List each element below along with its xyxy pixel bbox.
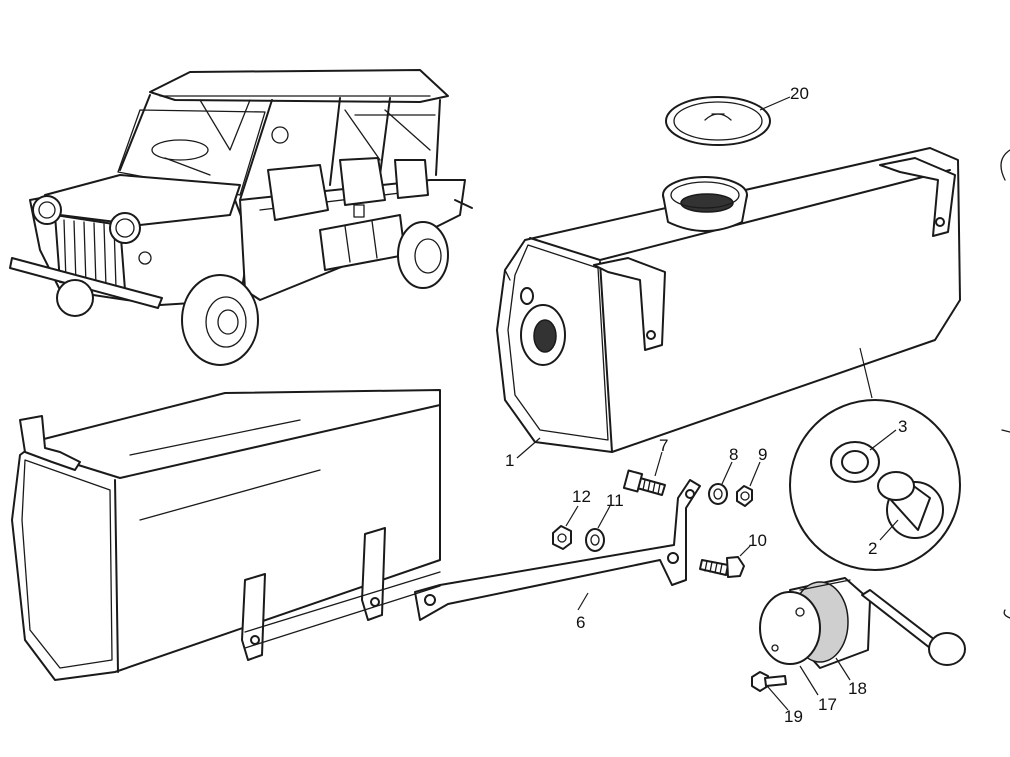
callout-17: 17 — [818, 695, 837, 714]
fasteners — [552, 451, 761, 578]
vehicle-illustration — [9, 69, 473, 366]
callout-2: 2 — [868, 539, 877, 558]
callout-8: 8 — [729, 445, 738, 464]
callout-6: 6 — [576, 613, 585, 632]
callout-9: 9 — [758, 445, 767, 464]
secondary-tank-left — [11, 389, 441, 681]
edge-fragment — [1000, 149, 1010, 619]
callout-1: 1 — [505, 451, 514, 470]
callout-11: 11 — [606, 491, 624, 510]
part-6-support-bracket — [414, 479, 701, 621]
callout-7: 7 — [659, 436, 668, 455]
pump-assembly — [751, 577, 966, 711]
callout-12: 12 — [572, 487, 591, 506]
callout-3: 3 — [898, 417, 907, 436]
part-1-fuel-tank — [496, 147, 961, 459]
callout-10: 10 — [748, 531, 767, 550]
callout-labels: 20 1 3 2 7 8 9 10 11 12 6 17 18 19 — [505, 84, 907, 726]
callout-20: 20 — [790, 84, 809, 103]
part-20-filler-cap — [665, 96, 791, 146]
detail-circle-drain-plug — [789, 399, 961, 571]
callout-18: 18 — [848, 679, 867, 698]
callout-19: 19 — [784, 707, 803, 726]
